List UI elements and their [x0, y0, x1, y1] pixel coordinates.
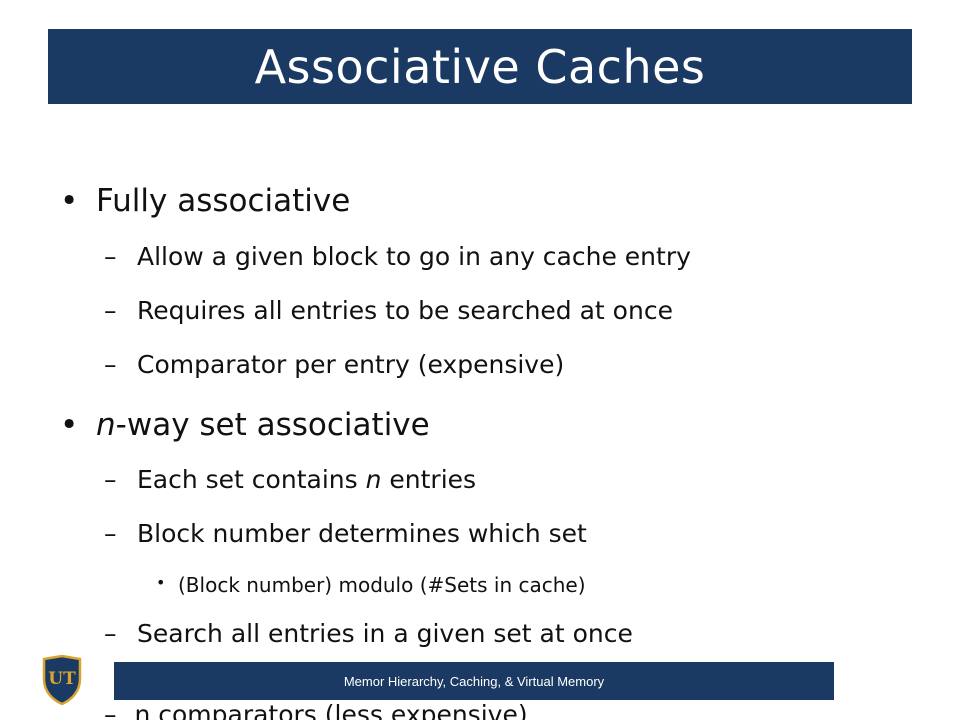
subsubbullet-text: (Block number) modulo (#Sets in cache) — [178, 573, 586, 597]
bullet-text-rest: -way set associative — [115, 407, 430, 443]
subbullet-text: Comparator per entry (expensive) — [137, 350, 565, 379]
footer-text: Memor Hierarchy, Caching, & Virtual Memo… — [343, 673, 605, 689]
dash-mark: – — [104, 296, 117, 325]
italic-n: n — [365, 465, 382, 494]
dash-mark: – — [104, 465, 117, 494]
text-pre: Each set contains — [137, 465, 366, 494]
bullet-mark: • — [60, 183, 79, 219]
subbullet-text: Search all entries in a given set at onc… — [137, 619, 633, 648]
bullet-text: n-way set associative — [96, 407, 430, 443]
subbullet-comparators-clipped: – n comparators (less expensive) — [104, 700, 528, 720]
subbullet-text: Block number determines which set — [137, 519, 587, 548]
italic-n: n — [96, 407, 116, 443]
logo-letters: UT — [48, 669, 76, 689]
dash-mark: – — [104, 700, 117, 720]
ut-shield-logo: UT — [42, 655, 82, 705]
text-post: entries — [381, 465, 477, 494]
subbullet-text: Each set contains n entries — [137, 465, 476, 494]
subbullet-text: Requires all entries to be searched at o… — [137, 296, 673, 325]
dash-mark: – — [104, 350, 117, 379]
bullet-mark: • — [156, 573, 166, 592]
dash-mark: – — [104, 519, 117, 548]
bullet-mark: • — [60, 407, 79, 443]
bullet-text: Fully associative — [96, 183, 351, 219]
slide-title: Associative Caches — [254, 39, 706, 94]
subbullet-text: n comparators (less expensive) — [134, 700, 528, 720]
footer-bar: Memor Hierarchy, Caching, & Virtual Memo… — [114, 662, 834, 700]
dash-mark: – — [104, 242, 117, 271]
subbullet-text: Allow a given block to go in any cache e… — [137, 242, 691, 271]
title-bar: Associative Caches — [48, 29, 912, 104]
dash-mark: – — [104, 619, 117, 648]
